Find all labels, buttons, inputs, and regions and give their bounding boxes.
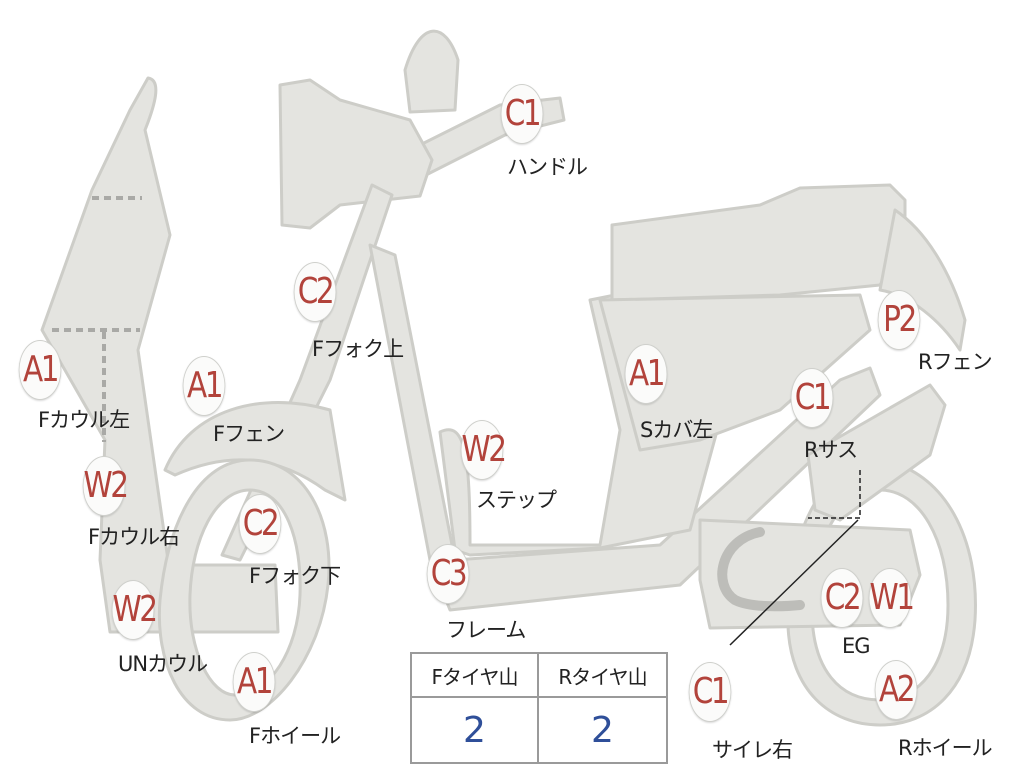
grade-badge-f-fork-lower: C2	[238, 494, 282, 554]
part-label-handle: ハンドル	[507, 155, 588, 179]
grade-badge-handle: C1	[500, 84, 544, 144]
grade-badge-f-cowl-right: W2	[82, 456, 129, 516]
tire-value-rear: 2	[591, 709, 614, 751]
grade-badge-engine-c2: C2	[820, 568, 864, 628]
part-label-s-cover-left: Sカバ左	[640, 418, 713, 442]
part-label-step: ステップ	[476, 488, 557, 512]
tire-tread-table: Fタイヤ山 Rタイヤ山 2 2	[410, 652, 668, 764]
grade-badge-s-cover-left: A1	[624, 344, 668, 404]
muffler-leader-line	[729, 519, 859, 646]
grade-badge-frame: C3	[426, 544, 470, 604]
front-fender-shape	[163, 401, 347, 502]
tire-header-rear: Rタイヤ山	[539, 654, 666, 698]
part-label-r-fender: Rフェン	[918, 350, 993, 374]
part-label-muffler-right: サイレ右	[712, 738, 793, 762]
grade-badge-f-cowl-left: A1	[18, 340, 62, 400]
grade-badge-f-wheel: A1	[232, 652, 276, 712]
grade-badge-r-wheel: A2	[874, 660, 918, 720]
grade-badge-r-suspension: C1	[790, 368, 834, 428]
rear-suspension-shape	[806, 383, 947, 522]
windscreen-shape	[403, 29, 460, 114]
part-label-r-wheel: Rホイール	[898, 736, 993, 760]
grade-badge-r-fender: P2	[877, 290, 921, 350]
grade-badge-muffler-right: C1	[688, 662, 732, 722]
muffler-pipe-shape	[717, 527, 805, 612]
grade-badge-engine-w1: W1	[868, 568, 915, 628]
tire-header-front: Fタイヤ山	[412, 654, 539, 698]
part-label-frame: フレーム	[446, 618, 526, 642]
seat-shape	[610, 183, 907, 302]
part-label-f-fork-upper: Fフォク上	[312, 337, 404, 361]
side-cover-shape	[598, 293, 872, 452]
part-label-r-suspension: Rサス	[804, 438, 858, 462]
part-label-f-fender: Fフェン	[213, 422, 285, 446]
grade-badge-un-cowl: W2	[111, 580, 158, 640]
grade-badge-f-fender: A1	[182, 356, 226, 416]
part-label-f-cowl-right: Fカウル右	[88, 525, 180, 549]
part-label-f-fork-lower: Fフォク下	[249, 564, 341, 588]
part-label-f-wheel: Fホイール	[249, 724, 341, 748]
part-label-f-cowl-left: Fカウル左	[38, 408, 130, 432]
part-label-engine: EG	[842, 634, 871, 658]
tire-value-front: 2	[412, 698, 539, 762]
grade-badge-f-fork-upper: C2	[293, 262, 337, 322]
part-label-un-cowl: UNカウル	[118, 652, 208, 676]
headlight-shape	[278, 78, 434, 230]
grade-badge-step: W2	[460, 420, 507, 480]
r-sus-dashed-guide	[808, 470, 861, 519]
